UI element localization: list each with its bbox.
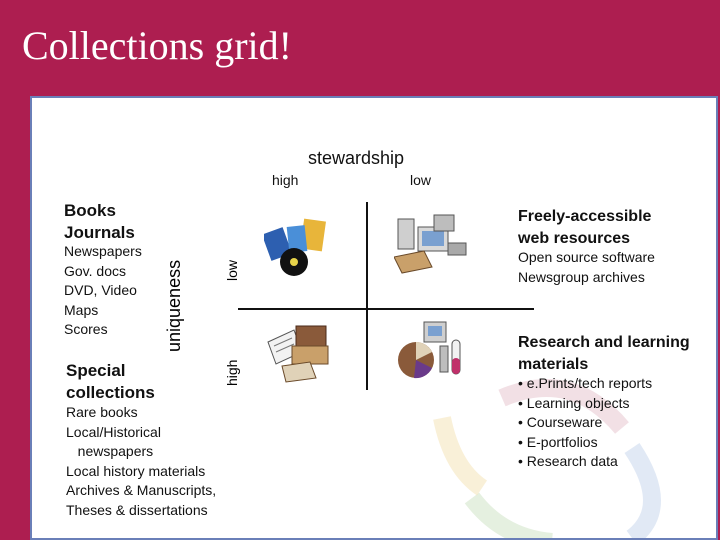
- web-resources-heading-line: web resources: [518, 230, 631, 247]
- manuscripts-and-books-icon: [267, 325, 329, 383]
- stewardship-low-label: low: [410, 172, 432, 188]
- research-learning-heading: Research and learning materials: [518, 332, 690, 376]
- list-item: • Courseware: [518, 414, 603, 430]
- list-item: Open source software: [518, 249, 655, 265]
- freely-accessible-list: Open source software Newsgroup archives: [518, 248, 655, 287]
- books-journals-heading: Books Journals: [64, 200, 135, 244]
- formats-list: Newspapers Gov. docs DVD, Video Maps Sco…: [64, 242, 142, 340]
- list-item: • Research data: [518, 453, 618, 469]
- list-item: Theses & dissertations: [66, 501, 208, 518]
- list-item: • e.Prints/tech reports: [518, 375, 653, 391]
- list-item: Local history materials: [66, 462, 206, 479]
- list-item: • Learning objects: [518, 394, 630, 411]
- list-item: Gov. docs: [64, 262, 126, 279]
- freely-heading-line: Freely-accessible: [518, 208, 652, 225]
- list-item: Maps: [64, 301, 99, 318]
- collections-heading-line: collections: [66, 383, 155, 402]
- list-item: Rare books: [66, 404, 138, 420]
- list-item: Archives & Manuscripts,: [66, 482, 217, 498]
- uniqueness-axis-label: uniqueness: [164, 259, 184, 352]
- research-heading-line: Research and learning: [518, 334, 690, 351]
- books-and-disc-icon: [264, 218, 326, 276]
- list-item: Newsgroup archives: [518, 268, 645, 285]
- uniqueness-low-label: low: [224, 259, 240, 281]
- list-item: Scores: [64, 321, 108, 337]
- journals-heading-line: Journals: [64, 223, 135, 242]
- special-collections-heading: Special collections: [66, 360, 155, 404]
- research-lab-equipment-icon: [398, 321, 461, 379]
- slide-title: Collections grid!: [22, 23, 292, 68]
- list-item: DVD, Video: [64, 282, 137, 298]
- list-item: • E-portfolios: [518, 433, 598, 450]
- decorative-swirl-graphic: [433, 379, 661, 538]
- grid-horizontal-line: [238, 308, 534, 310]
- grid-vertical-line: [366, 202, 368, 390]
- research-learning-list: • e.Prints/tech reports • Learning objec…: [518, 374, 652, 472]
- list-item: Newspapers: [64, 243, 142, 259]
- special-heading-line: Special: [66, 361, 126, 380]
- special-collections-list: Rare books Local/Historical newspapers L…: [66, 403, 216, 520]
- list-item: Local/Historical: [66, 423, 161, 440]
- materials-heading-line: materials: [518, 356, 589, 373]
- content-panel: stewardship high low uniqueness low high: [30, 96, 718, 540]
- freely-accessible-heading: Freely-accessible web resources: [518, 206, 651, 250]
- computer-workstation-icon: [394, 214, 467, 274]
- stewardship-high-label: high: [272, 172, 299, 188]
- list-item: newspapers: [66, 443, 154, 459]
- stewardship-axis-label: stewardship: [308, 148, 405, 168]
- uniqueness-high-label: high: [224, 359, 240, 386]
- books-heading-line: Books: [64, 201, 116, 220]
